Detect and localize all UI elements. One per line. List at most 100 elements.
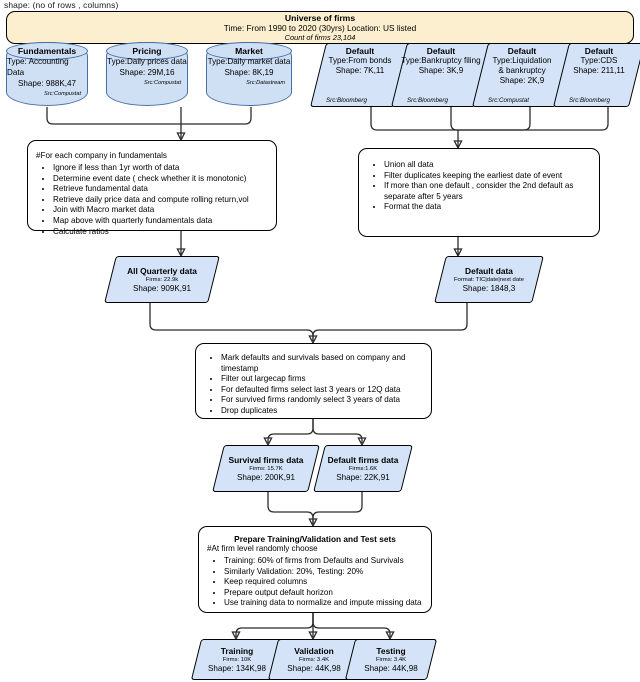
- edge-defaultfirms-prepare: [312, 492, 363, 524]
- bullet-item: Mark defaults and survivals based on com…: [221, 353, 423, 374]
- source-provider: Src:Bloomberg: [569, 97, 610, 104]
- bullet-item: Drop duplicates: [221, 406, 423, 417]
- data-shape: Shape: 1848,3: [462, 283, 516, 293]
- arrowhead-testing: [385, 631, 395, 641]
- source-provider: Src:Compustat: [488, 97, 529, 104]
- data-shape: Shape: 200K,91: [236, 472, 296, 482]
- datastore-market[interactable]: Market Type:Daily market data Shape: 8K,…: [206, 42, 292, 106]
- data-title: Validation: [294, 645, 334, 656]
- data-firms: Firms: 3.4K: [375, 656, 407, 663]
- bullet-item: For survived firms randomly select 3 yea…: [221, 395, 423, 406]
- datastore-shape: Shape: 29M,16: [119, 68, 175, 77]
- datastore-pricing[interactable]: Pricing Type:Daily prices data Shape: 29…: [106, 42, 188, 106]
- datastore-type: Type:Daily market data: [207, 57, 291, 66]
- source-type: Type:Bankruptcy filing: [401, 56, 481, 65]
- universe-title: Universe of firms: [284, 13, 356, 23]
- bullet-item: Similarly Validation: 20%, Testing: 20%: [224, 567, 423, 578]
- data-title: Survival firms data: [228, 454, 304, 465]
- datastore-source: Src:Compustat: [44, 91, 81, 97]
- process-bullets: Ignore if less than 1yr worth of data De…: [36, 163, 268, 237]
- source-title: Default: [345, 46, 375, 56]
- data-firms: Firms: 3.4K: [298, 656, 330, 663]
- process-bullets: Mark defaults and survivals based on com…: [204, 353, 423, 417]
- data-shape: Shape: 44K,98: [364, 663, 418, 673]
- edge-survival-prepare: [267, 492, 314, 524]
- data-testing[interactable]: Testing Firms: 3.4K Shape: 44K,98: [344, 639, 438, 680]
- arrowhead-training: [231, 631, 241, 641]
- arrowhead-fundamentals-process: [176, 132, 186, 142]
- edge-market: [181, 107, 252, 125]
- arrowhead-defaultfirms: [357, 437, 367, 447]
- data-firms: Firms: 15.7K: [249, 465, 283, 472]
- process-fundamentals[interactable]: #For each company in fundamentals Ignore…: [27, 140, 277, 236]
- datastore-shape: Shape: 988K,47: [17, 79, 77, 88]
- datastore-shape: Shape: 8K,19: [224, 68, 274, 77]
- edge-to-testing: [312, 613, 391, 637]
- data-training[interactable]: Training Firms: 10K Shape: 134K,98: [190, 639, 284, 680]
- edge-default-3: [458, 107, 531, 131]
- bullet-item: Filter duplicates keeping the earliest d…: [384, 171, 591, 182]
- bullet-item: Filter out largecap firms: [221, 374, 423, 385]
- edge-quarterly-merge: [149, 303, 314, 341]
- source-default-bankruptcy[interactable]: Default Type:Bankruptcy filing Shape: 3K…: [391, 43, 491, 107]
- bullet-item: Calculate ratios: [53, 227, 268, 238]
- source-provider: Src:Bloomberg: [326, 97, 367, 104]
- data-title: All Quarterly data: [127, 265, 197, 276]
- shape-caption: shape: (no of rows , columns): [4, 0, 119, 10]
- bullet-item: Keep required columns: [224, 577, 423, 588]
- process-preamble: #For each company in fundamentals: [36, 151, 167, 160]
- bullet-item: Ignore if less than 1yr worth of data: [53, 163, 268, 174]
- data-all-quarterly[interactable]: All Quarterly data Firms: 22.9k Shape: 9…: [104, 256, 220, 303]
- data-default-firms[interactable]: Default firms data Firms:1.6K Shape: 22K…: [313, 445, 413, 492]
- source-shape: Shape: 211,11: [573, 66, 625, 75]
- edge-to-training: [235, 613, 314, 637]
- source-default-cds[interactable]: Default Type:CDS Shape: 211,11 Src:Bloom…: [553, 43, 640, 107]
- bullet-item: Format the data: [384, 202, 591, 213]
- arrowhead-default-data: [453, 248, 463, 258]
- edge-fundamentals: [46, 107, 181, 125]
- edge-defaultdata-merge: [312, 303, 468, 341]
- source-shape: Shape: 2K,9: [499, 76, 545, 85]
- bullet-item: Retrieve fundamental data: [53, 184, 268, 195]
- universe-banner: Universe of firms Time: From 1990 to 202…: [6, 11, 634, 44]
- datastore-title: Fundamentals: [17, 46, 77, 56]
- datastore-type: Type: Accounting Data: [7, 57, 69, 77]
- arrowhead-merge-process: [308, 335, 318, 345]
- data-shape: Shape: 909K,91: [132, 283, 192, 293]
- process-defaults[interactable]: Union all data Filter duplicates keeping…: [358, 148, 600, 237]
- arrowhead-survival: [263, 437, 273, 447]
- source-shape: Shape: 3K,9: [418, 66, 464, 75]
- data-shape: Shape: 44K,98: [287, 663, 341, 673]
- data-default[interactable]: Default data Format: TIC|date|next date …: [434, 256, 544, 303]
- datastore-title: Pricing: [132, 46, 162, 56]
- source-type: Type:Liquidation: [492, 56, 552, 65]
- data-shape: Shape: 134K,98: [207, 663, 267, 673]
- data-survival-firms[interactable]: Survival firms data Firms: 15.7K Shape: …: [212, 445, 320, 492]
- bullet-item: Use training data to normalize and imput…: [224, 598, 423, 609]
- data-validation[interactable]: Validation Firms: 3.4K Shape: 44K,98: [267, 639, 361, 680]
- source-type: Type:CDS: [580, 56, 618, 65]
- source-default-bonds[interactable]: Default Type:From bonds Shape: 7K,11 Src…: [310, 43, 410, 107]
- process-bullets: Union all data Filter duplicates keeping…: [367, 160, 591, 213]
- data-title: Testing: [376, 645, 406, 656]
- source-default-liquidation[interactable]: Default Type:Liquidation & bankruptcy Sh…: [472, 43, 572, 107]
- edge-to-survival: [267, 419, 314, 443]
- data-firms: Firms: 22.9k: [145, 276, 179, 283]
- universe-count: Count of firms 23,104: [284, 33, 356, 42]
- source-title: Default: [426, 46, 456, 56]
- bullet-item: For defaulted firms select last 3 years …: [221, 385, 423, 396]
- arrowhead-prepare: [308, 518, 318, 528]
- source-shape: Shape: 7K,11: [335, 66, 385, 75]
- source-title: Default: [584, 46, 614, 56]
- datastore-fundamentals[interactable]: Fundamentals Type: Accounting Data Shape…: [6, 42, 88, 106]
- source-provider: Src:Bloomberg: [407, 97, 448, 104]
- edge-default-4: [458, 107, 609, 131]
- source-title: Default: [507, 46, 537, 56]
- process-prepare[interactable]: Prepare Training/Validation and Test set…: [198, 526, 432, 613]
- edge-to-defaultfirms: [312, 419, 363, 443]
- data-shape: Shape: 22K,91: [336, 472, 390, 482]
- datastore-type: Type:Daily prices data: [107, 57, 187, 66]
- bullet-item: Retrieve daily price data and compute ro…: [53, 195, 268, 206]
- bullet-item: Training: 60% of firms from Defaults and…: [224, 556, 423, 567]
- process-merge[interactable]: Mark defaults and survivals based on com…: [195, 343, 432, 419]
